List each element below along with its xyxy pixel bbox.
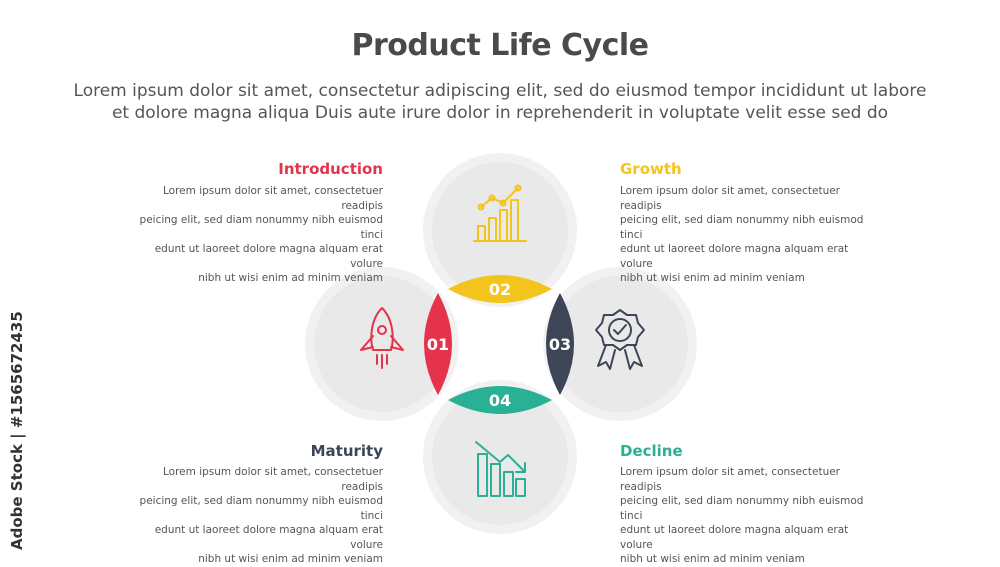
subtitle-line-1: Lorem ipsum dolor sit amet, consectetur …: [73, 81, 927, 101]
page-title: Product Life Cycle: [351, 28, 649, 63]
stage-title-introduction: Introduction: [278, 160, 383, 178]
stage-title-growth: Growth: [620, 160, 682, 178]
stage-text-line: peicing elit, sed diam nonummy nibh euis…: [620, 214, 864, 241]
stage-text-line: peicing elit, sed diam nonummy nibh euis…: [620, 495, 864, 522]
lens-03: [546, 293, 574, 395]
stage-text-maturity: Lorem ipsum dolor sit amet, consectetuer…: [133, 465, 383, 567]
number-01: 01: [427, 335, 449, 354]
stage-text-growth: Lorem ipsum dolor sit amet, consectetuer…: [620, 184, 870, 286]
number-03: 03: [549, 335, 571, 354]
stage-text-line: peicing elit, sed diam nonummy nibh euis…: [139, 214, 383, 241]
stock-watermark: Adobe Stock | #1565672435: [8, 311, 26, 550]
lens-02: [448, 275, 552, 303]
lens-01: [424, 293, 452, 395]
stage-text-introduction: Lorem ipsum dolor sit amet, consectetuer…: [133, 184, 383, 286]
lens-04: [448, 386, 552, 414]
stage-text-line: Lorem ipsum dolor sit amet, consectetuer…: [620, 185, 840, 212]
stage-text-line: edunt ut laoreet dolore magna alquam era…: [620, 524, 849, 551]
stage-text-line: nibh ut wisi enim ad minim veniam: [620, 272, 805, 284]
circle-right: [543, 267, 697, 421]
circle-bottom: [423, 380, 577, 534]
circle-left: [305, 267, 459, 421]
stage-text-line: Lorem ipsum dolor sit amet, consectetuer…: [620, 466, 840, 493]
page-subtitle: Lorem ipsum dolor sit amet, consectetur …: [40, 80, 960, 124]
stage-text-line: nibh ut wisi enim ad minim veniam: [198, 272, 383, 284]
award-badge-icon: [595, 309, 645, 370]
number-04: 04: [489, 391, 511, 410]
growth-chart-icon: [473, 184, 527, 242]
stage-title-decline: Decline: [620, 442, 683, 460]
stage-text-line: nibh ut wisi enim ad minim veniam: [198, 553, 383, 565]
stage-text-line: edunt ut laoreet dolore magna alquam era…: [154, 243, 383, 270]
stage-text-line: nibh ut wisi enim ad minim veniam: [620, 553, 805, 565]
stage-text-line: edunt ut laoreet dolore magna alquam era…: [620, 243, 849, 270]
stage-text-line: Lorem ipsum dolor sit amet, consectetuer…: [163, 185, 383, 212]
stage-title-maturity: Maturity: [310, 442, 383, 460]
rocket-icon: [360, 307, 404, 369]
decline-chart-icon: [475, 441, 526, 497]
number-02: 02: [489, 280, 511, 299]
stage-text-line: peicing elit, sed diam nonummy nibh euis…: [139, 495, 383, 522]
stage-text-decline: Lorem ipsum dolor sit amet, consectetuer…: [620, 465, 870, 567]
subtitle-line-2: et dolore magna aliqua Duis aute irure d…: [111, 103, 889, 123]
stage-text-line: edunt ut laoreet dolore magna alquam era…: [154, 524, 383, 551]
stage-text-line: Lorem ipsum dolor sit amet, consectetuer…: [163, 466, 383, 493]
